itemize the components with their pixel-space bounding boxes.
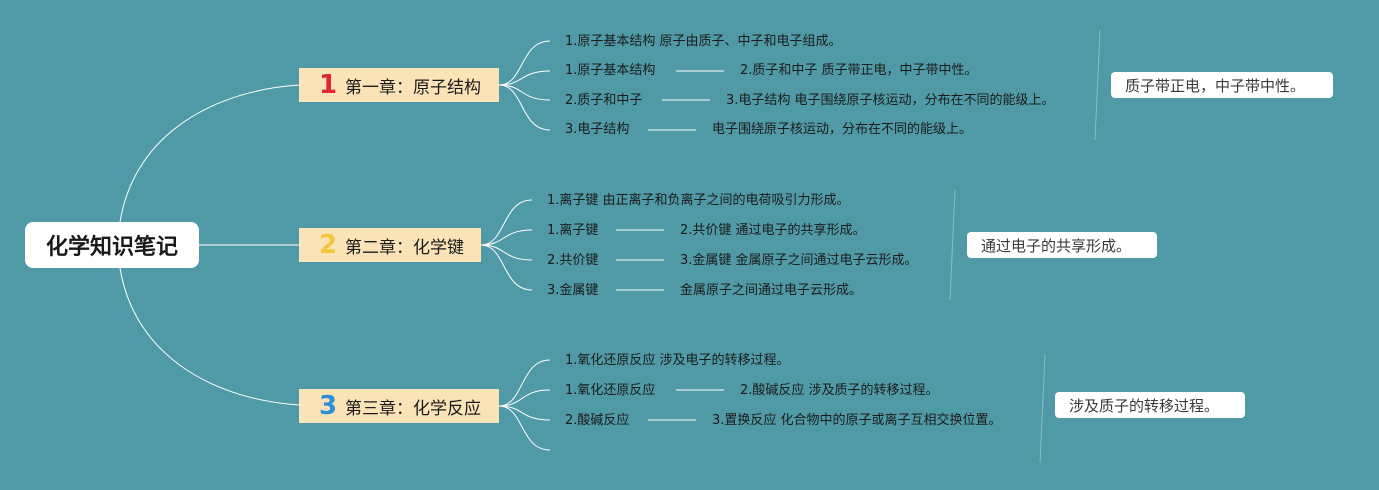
leaf-node[interactable]: 2.酸碱反应 涉及质子的转移过程。 (740, 383, 939, 398)
leaf-node[interactable]: 2.酸碱反应 (565, 413, 630, 428)
connector-line (949, 189, 956, 301)
summary-text-2: 通过电子的共享形成。 (981, 236, 1132, 255)
chapter-number-3: 3 (318, 391, 338, 421)
connector-line (498, 40, 551, 86)
connector-line (1039, 354, 1046, 463)
connector-line (498, 405, 551, 421)
summary-text-1: 质子带正电，中子带中性。 (1125, 76, 1306, 95)
chapter-3-node[interactable]: 3 第三章：化学反应 (299, 389, 499, 423)
connector-line (498, 84, 551, 131)
leaf-node[interactable]: 1.氧化还原反应 涉及电子的转移过程。 (565, 353, 790, 368)
summary-box-1[interactable]: 质子带正电，中子带中性。 (1111, 72, 1333, 98)
leaf-node[interactable]: 金属原子之间通过电子云形成。 (680, 283, 863, 298)
connector-line (498, 359, 551, 407)
connector-line (480, 199, 533, 246)
connector-line (480, 229, 533, 246)
connector-line (498, 405, 551, 451)
chapter-2-node[interactable]: 2 第二章：化学键 (299, 228, 481, 262)
leaf-node[interactable]: 3.置换反应 化合物中的原子或离子互相交换位置。 (712, 413, 1002, 428)
leaf-node[interactable]: 1.原子基本结构 (565, 63, 656, 78)
leaf-node[interactable]: 3.电子结构 (565, 122, 630, 137)
leaf-node[interactable]: 1.氧化还原反应 (565, 383, 656, 398)
leaf-node[interactable]: 1.离子键 (547, 223, 599, 238)
chapter-number-2: 2 (318, 230, 338, 260)
leaf-node[interactable]: 电子围绕原子核运动，分布在不同的能级上。 (712, 122, 973, 137)
connector-line (1094, 29, 1101, 141)
summary-box-2[interactable]: 通过电子的共享形成。 (967, 232, 1157, 258)
root-node[interactable]: 化学知识笔记 (25, 222, 199, 268)
leaf-node[interactable]: 2.质子和中子 质子带正电，中子带中性。 (740, 63, 978, 78)
summary-box-3[interactable]: 涉及质子的转移过程。 (1055, 392, 1245, 418)
connector-line (498, 70, 551, 86)
connector-line (498, 84, 551, 101)
root-title: 化学知识笔记 (45, 235, 178, 260)
connector-line (480, 244, 533, 291)
connector-line (480, 244, 533, 261)
connector-line (119, 267, 300, 406)
chapter-number-1: 1 (318, 70, 338, 100)
leaf-node[interactable]: 3.金属键 (547, 283, 599, 298)
chapter-title-2: 第二章：化学键 (345, 237, 464, 258)
leaf-node[interactable]: 1.离子键 由正离子和负离子之间的电荷吸引力形成。 (547, 193, 850, 208)
leaf-node[interactable]: 2.质子和中子 (565, 93, 643, 108)
chapter-title-3: 第三章：化学反应 (345, 398, 481, 419)
leaf-node[interactable]: 3.电子结构 电子围绕原子核运动，分布在不同的能级上。 (726, 93, 1055, 108)
leaf-node[interactable]: 1.原子基本结构 原子由质子、中子和电子组成。 (565, 34, 842, 49)
chapter-title-1: 第一章：原子结构 (345, 77, 481, 98)
connector-line (119, 84, 300, 223)
summary-text-3: 涉及质子的转移过程。 (1069, 396, 1220, 415)
leaf-node[interactable]: 3.金属键 金属原子之间通过电子云形成。 (680, 253, 918, 268)
leaf-node[interactable]: 2.共价键 通过电子的共享形成。 (680, 223, 866, 238)
leaf-node[interactable]: 2.共价键 (547, 253, 599, 268)
connector-line (498, 389, 551, 407)
chapter-1-node[interactable]: 1 第一章：原子结构 (299, 68, 499, 102)
